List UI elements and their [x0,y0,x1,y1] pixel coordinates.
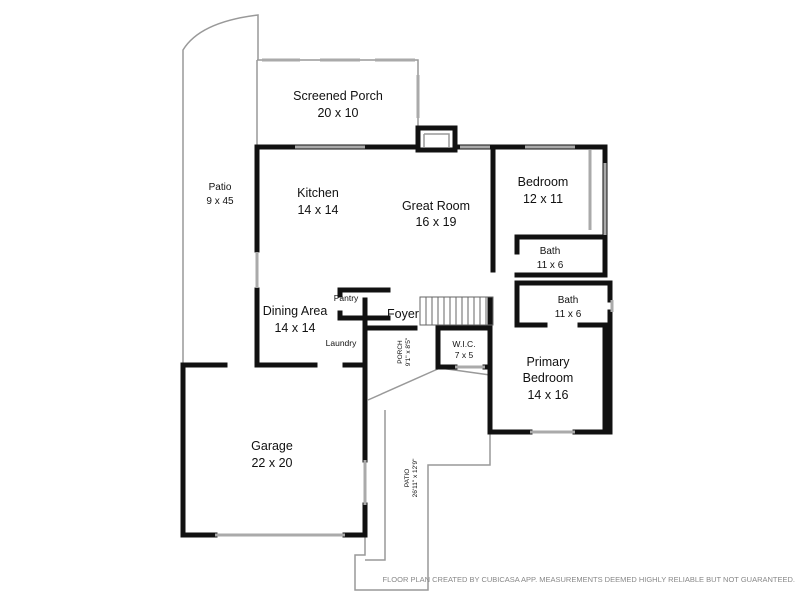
room-name: Screened Porch [293,89,383,103]
room-size: 14 x 16 [527,388,568,402]
room-name: Dining Area [263,304,328,318]
room-size: 22 x 20 [251,456,292,470]
room-name: Bath [558,295,579,306]
room-size: 9'1" x 8'5" [405,337,412,366]
bath2-walls [514,280,613,435]
room-name: Foyer [387,307,419,321]
stairs [419,296,494,326]
screened-porch-windows [262,58,420,118]
room-name: Garage [251,439,293,453]
garage-walls [180,362,368,538]
screened-porch-outline [256,59,419,147]
windows [215,145,614,537]
room-size: 20 x 10 [317,106,358,120]
fireplace-detail [423,133,450,147]
front-patio-outline [354,375,491,591]
room-size: 12 x 11 [523,192,563,206]
room-size: 11 x 6 [537,260,564,271]
room-name: Great Room [402,199,470,213]
room-size: 7 x 5 [455,350,474,360]
side-patio-outline [182,14,259,365]
fireplace [415,125,458,153]
primary-walls [487,297,608,435]
room-size: 16 x 19 [415,215,456,229]
room-name: W.I.C. [452,339,475,349]
room-name: Laundry [326,338,357,348]
room-name: Bedroom [518,175,569,189]
room-name: Primary [526,355,570,369]
disclaimer-footer: FLOOR PLAN CREATED BY CUBICASA APP. MEAS… [383,575,795,584]
room-size: 11 x 6 [555,309,582,320]
room-name: Patio [209,182,232,193]
wic-walls [435,325,493,370]
room-name: PATIO [404,469,411,488]
room-name: Kitchen [297,186,339,200]
room-name-line2: Bedroom [523,371,574,385]
room-size: 14 x 14 [274,321,315,335]
room-size: 9 x 45 [206,196,234,207]
room-name: Bath [540,246,561,257]
foyer-walls [337,287,418,363]
room-name: PORCH [397,340,404,364]
room-name: Pantry [334,293,359,303]
room-size: 26'11" x 12'9" [412,458,419,497]
room-size: 14 x 14 [297,203,338,217]
